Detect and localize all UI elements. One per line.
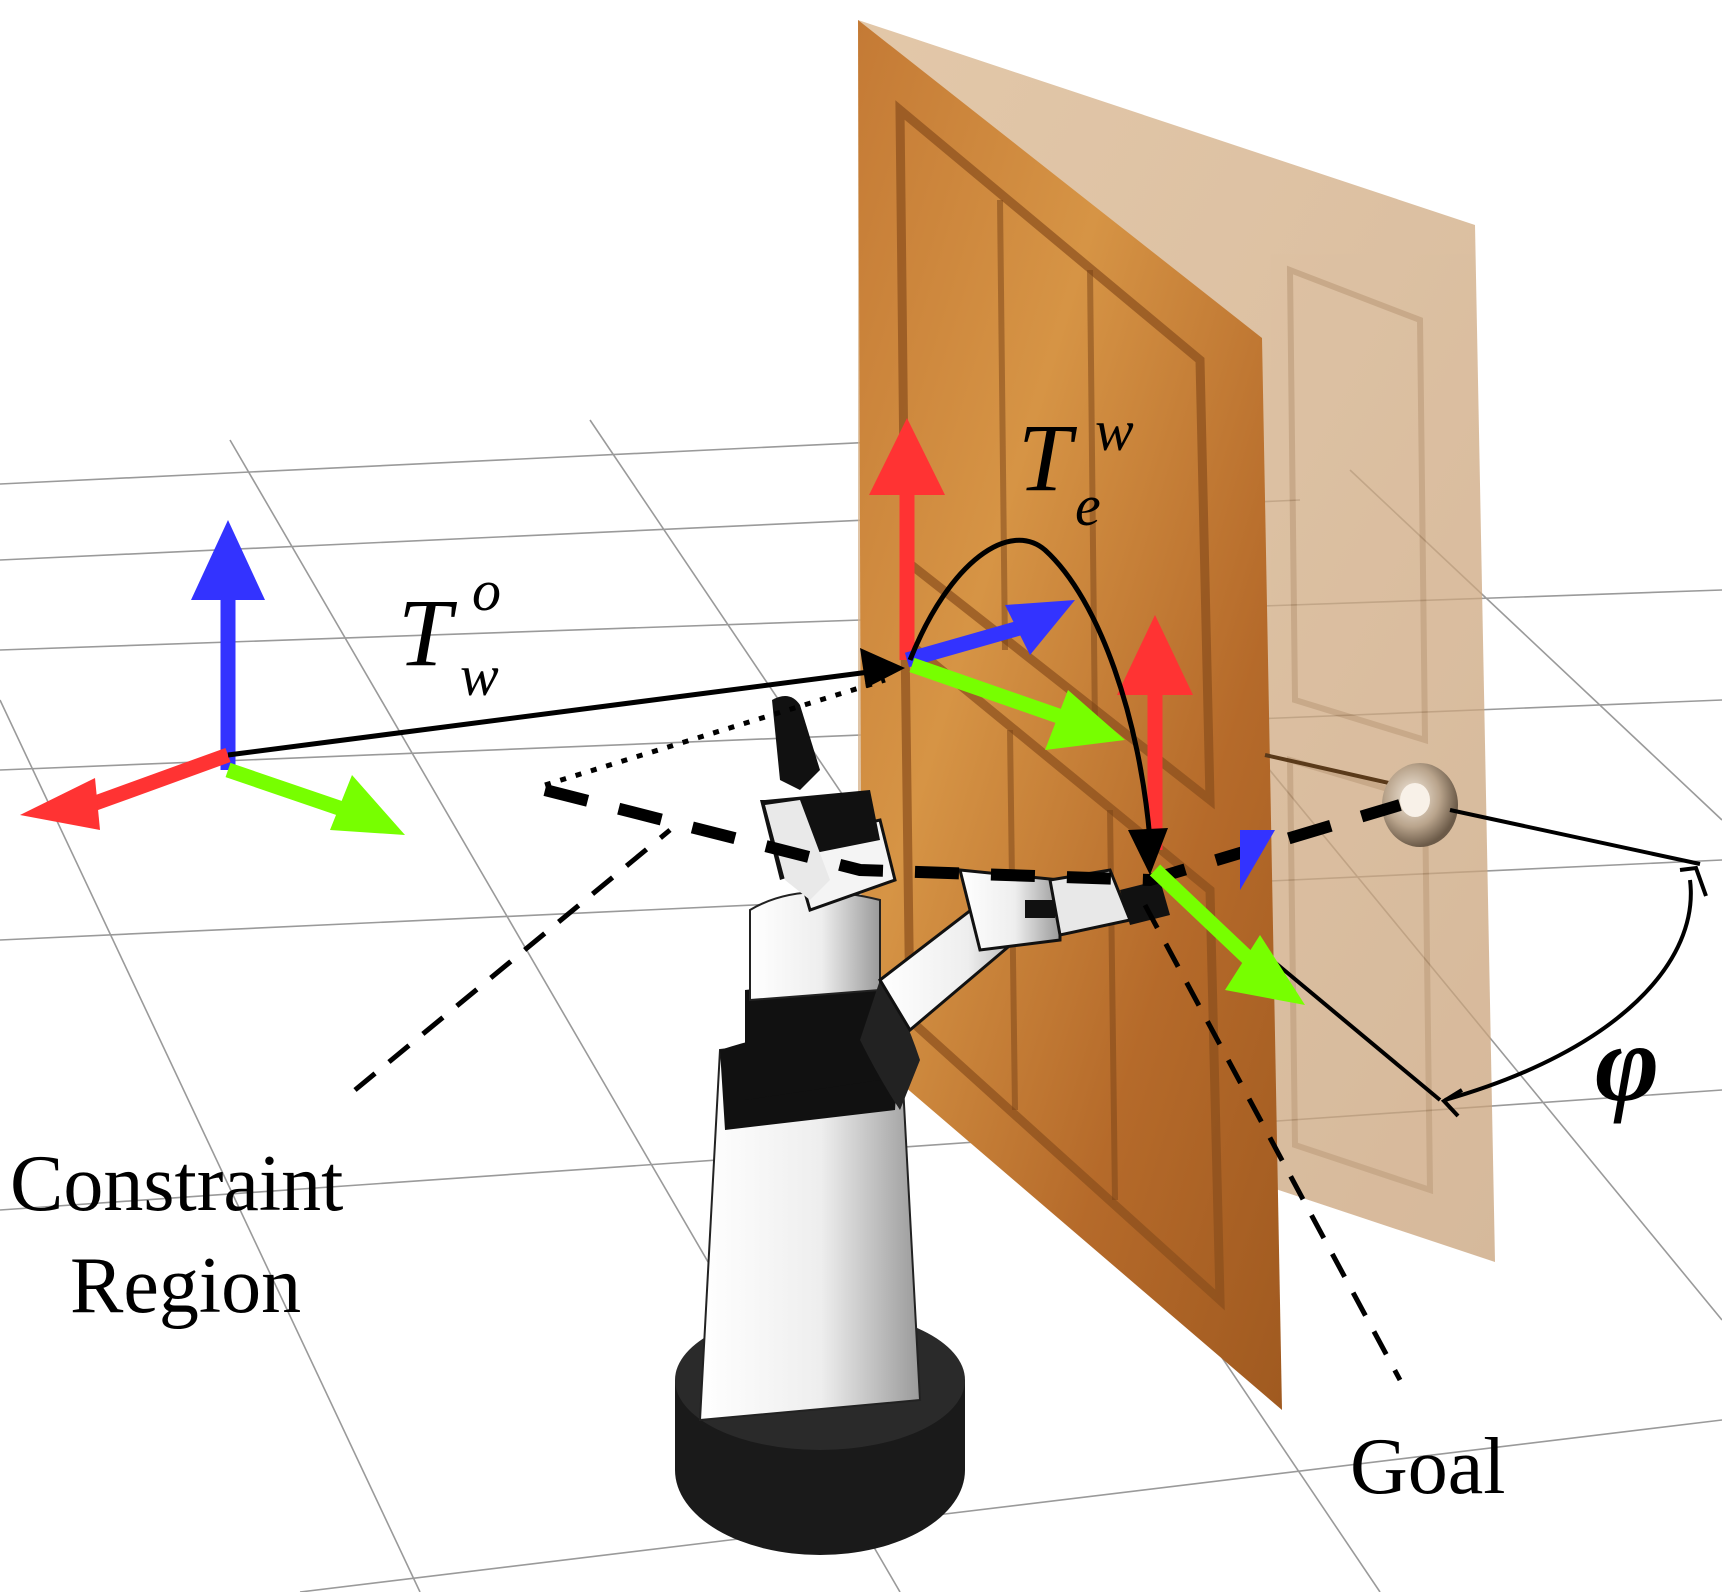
world-frame bbox=[20, 520, 405, 835]
constraint-region-label-line1: Constraint bbox=[10, 1140, 343, 1228]
constraint-region-label-line2: Region bbox=[70, 1242, 301, 1330]
angle-label: φ bbox=[1595, 1002, 1659, 1124]
transform-arrows bbox=[227, 537, 1168, 875]
end-effector-frame bbox=[1117, 615, 1305, 1005]
angle-indicator bbox=[1258, 808, 1708, 1118]
transform-base: T bbox=[1018, 404, 1078, 511]
constraint-lines bbox=[353, 677, 1403, 1382]
goal-label: Goal bbox=[1350, 1423, 1506, 1511]
transform-sup: w bbox=[1095, 398, 1134, 463]
transform-sub: w bbox=[460, 643, 499, 708]
transform-label-effector-world: T w e bbox=[1018, 398, 1134, 538]
object-frame bbox=[869, 418, 1125, 750]
transform-base: T bbox=[398, 579, 458, 686]
transform-label-world-object: T o w bbox=[398, 558, 501, 708]
robot bbox=[675, 696, 1170, 1555]
object-to-effector-arrow bbox=[907, 537, 1153, 841]
transform-sup: o bbox=[472, 558, 501, 623]
transform-sub: e bbox=[1075, 473, 1101, 538]
door-knob bbox=[1264, 753, 1458, 847]
world-to-object-arrow bbox=[227, 663, 902, 758]
